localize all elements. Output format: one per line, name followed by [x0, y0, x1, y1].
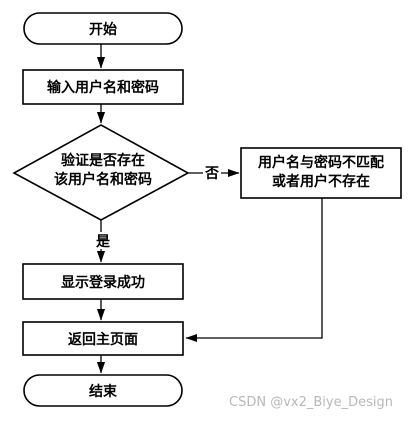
edge-label-yes: 是	[96, 234, 111, 250]
error-label-line1: 用户名与密码不匹配	[258, 154, 384, 171]
edge-error-to-return	[185, 198, 323, 343]
return-home-label: 返回主页面	[68, 331, 138, 348]
end-terminal	[23, 374, 183, 407]
verify-decision	[12, 124, 190, 221]
edge-label-no: 否	[204, 166, 219, 182]
decision-label-line2: 该用户名和密码	[54, 171, 152, 188]
return-home-process	[22, 321, 184, 356]
watermark: CSDN @vx2_Biye_Design	[229, 395, 393, 410]
success-process	[22, 263, 184, 300]
label-yes-backdrop	[94, 232, 112, 249]
decision-label-line1: 验证是否存在	[61, 152, 145, 169]
start-terminal	[23, 12, 183, 45]
error-process	[240, 147, 402, 199]
start-label: 开始	[89, 21, 117, 38]
input-label: 输入用户名和密码	[47, 79, 159, 96]
end-label: 结束	[89, 383, 118, 400]
error-label-line2: 或者用户不存在	[272, 173, 370, 190]
success-label: 显示登录成功	[61, 274, 145, 291]
label-no-backdrop	[203, 164, 221, 181]
input-process	[22, 69, 184, 105]
